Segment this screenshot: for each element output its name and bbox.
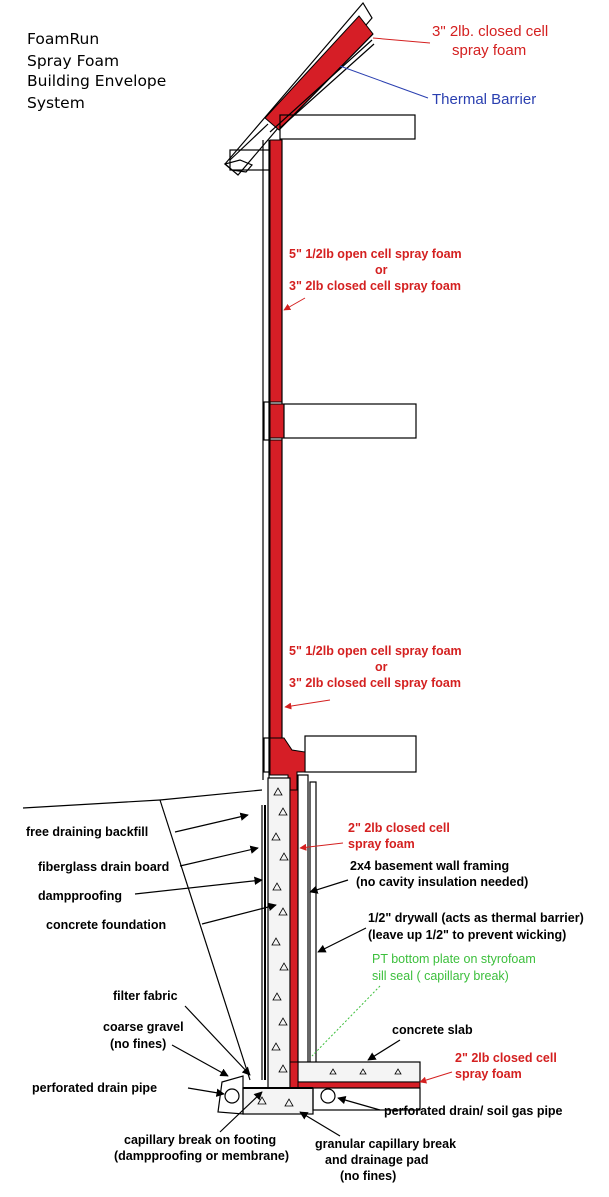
svg-text:spray foam: spray foam xyxy=(452,42,526,59)
svg-text:fiberglass drain board: fiberglass drain board xyxy=(38,860,169,874)
svg-text:Building Envelope: Building Envelope xyxy=(27,72,166,90)
svg-text:(dampproofing or membrane): (dampproofing or membrane) xyxy=(114,1149,289,1163)
svg-text:spray foam: spray foam xyxy=(348,837,415,851)
concrete-foundation-label: concrete foundation xyxy=(46,902,277,932)
svg-text:2" 2lb closed cell: 2" 2lb closed cell xyxy=(348,821,450,835)
grade-backfill xyxy=(22,789,263,1081)
svg-text:capillary break on footing: capillary break on footing xyxy=(124,1133,276,1147)
svg-text:sill seal ( capillary break): sill seal ( capillary break) xyxy=(372,969,509,983)
svg-text:3" 2lb closed cell spray foa: 3" 2lb closed cell spray foam xyxy=(289,676,461,690)
wall-framing-label: 2x4 basement wall framing (no cavity ins… xyxy=(309,859,528,894)
svg-text:or: or xyxy=(375,263,388,277)
lower-wall-foam-label: 5" 1/2lb open cell spray foam or 3" 2lb … xyxy=(284,644,462,710)
capillary-footing-label: capillary break on footing (dampproofing… xyxy=(114,1091,289,1163)
concrete-slab-label: concrete slab xyxy=(367,1023,473,1061)
svg-text:concrete foundation: concrete foundation xyxy=(46,918,166,932)
soil-gas-pipe-label: perforated drain/ soil gas pipe xyxy=(337,1096,563,1118)
svg-text:or: or xyxy=(375,660,388,674)
svg-text:2" 2lb closed cell: 2" 2lb closed cell xyxy=(455,1051,557,1065)
diagram-title: FoamRun Spray Foam Building Envelope Sys… xyxy=(27,30,166,112)
svg-text:3" 2lb closed cell spray foa: 3" 2lb closed cell spray foam xyxy=(289,279,461,293)
soil-gas-pipe-icon xyxy=(320,1088,336,1104)
svg-text:spray foam: spray foam xyxy=(455,1067,522,1081)
granular-break-label: granular capillary break and drainage pa… xyxy=(299,1111,456,1183)
basement-foam-label: 2" 2lb closed cell spray foam xyxy=(299,821,450,851)
perforated-drain-pipe-icon xyxy=(224,1088,240,1104)
svg-text:dampproofing: dampproofing xyxy=(38,889,122,903)
filter-fabric-label: filter fabric xyxy=(113,989,251,1076)
dampproofing-label: dampproofing xyxy=(38,876,263,903)
svg-text:5" 1/2lb open cell spray foa: 5" 1/2lb open cell spray foam xyxy=(289,247,462,261)
svg-text:2x4 basement wall framing: 2x4 basement wall framing xyxy=(350,859,509,873)
svg-text:(leave up 1/2" to prevent wick: (leave up 1/2" to prevent wicking) xyxy=(368,928,566,942)
svg-text:5" 1/2lb open cell spray foa: 5" 1/2lb open cell spray foam xyxy=(289,644,462,658)
svg-text:(no fines): (no fines) xyxy=(110,1037,166,1051)
thermal-barrier-label: Thermal Barrier xyxy=(339,65,536,108)
svg-text:coarse gravel: coarse gravel xyxy=(103,1020,184,1034)
drain-board-label: fiberglass drain board xyxy=(38,845,259,874)
svg-text:Thermal Barrier: Thermal Barrier xyxy=(432,91,536,108)
svg-text:FoamRun: FoamRun xyxy=(27,30,99,48)
svg-text:(no fines): (no fines) xyxy=(340,1169,396,1183)
drywall-label: 1/2" drywall (acts as thermal barrier) (… xyxy=(317,911,584,953)
svg-text:1/2" drywall (acts as thermal: 1/2" drywall (acts as thermal barrier) xyxy=(368,911,584,925)
svg-text:perforated drain pipe: perforated drain pipe xyxy=(32,1081,157,1095)
svg-text:3" 2lb. closed cell: 3" 2lb. closed cell xyxy=(432,23,548,40)
svg-text:granular capillary break: granular capillary break xyxy=(315,1137,456,1151)
backfill-label: free draining backfill xyxy=(26,812,249,839)
above-grade-wall xyxy=(262,139,417,803)
svg-text:free draining backfill: free draining backfill xyxy=(26,825,148,839)
svg-text:and drainage pad: and drainage pad xyxy=(325,1153,429,1167)
svg-text:concrete slab: concrete slab xyxy=(392,1023,473,1037)
svg-text:Spray Foam: Spray Foam xyxy=(27,52,119,70)
roof-assembly xyxy=(223,1,416,176)
svg-text:(no cavity insulation needed): (no cavity insulation needed) xyxy=(356,875,528,889)
roof-foam-label: 3" 2lb. closed cell spray foam xyxy=(372,23,548,59)
bottom-plate-label: PT bottom plate on styrofoam sill seal (… xyxy=(311,952,536,1057)
svg-text:perforated drain/ soil gas pip: perforated drain/ soil gas pipe xyxy=(384,1104,563,1118)
upper-wall-foam-label: 5" 1/2lb open cell spray foam or 3" 2lb … xyxy=(283,247,462,311)
foundation-wall xyxy=(261,774,317,1091)
svg-text:System: System xyxy=(27,94,85,112)
svg-text:filter fabric: filter fabric xyxy=(113,989,178,1003)
slab-foam-label: 2" 2lb closed cell spray foam xyxy=(419,1051,557,1084)
perforated-drain-label: perforated drain pipe xyxy=(32,1081,225,1097)
coarse-gravel-label: coarse gravel (no fines) xyxy=(103,1020,229,1077)
svg-text:PT bottom plate on styrofoam: PT bottom plate on styrofoam xyxy=(372,952,536,966)
